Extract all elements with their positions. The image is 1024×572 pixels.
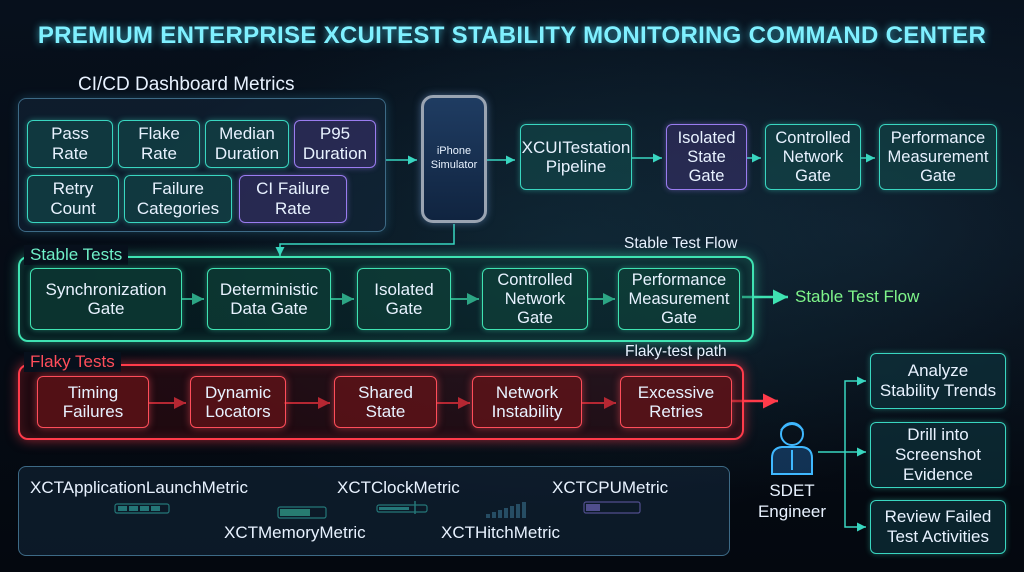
timing-failures: Timing Failures <box>37 376 149 428</box>
top-controlled-network-gate: Controlled Network Gate <box>765 124 861 190</box>
metric-flake-rate: Flake Rate <box>118 120 200 168</box>
isolated-gate: Isolated Gate <box>357 268 451 330</box>
engineer-icon <box>771 422 813 475</box>
excessive-retries: Excessive Retries <box>620 376 732 428</box>
deterministic-data-gate: Deterministic Data Gate <box>207 268 331 330</box>
metric-failure-categories: Failure Categories <box>124 175 232 223</box>
arrow-simulator-to-stable <box>275 224 455 256</box>
top-isolated-state-gate: Isolated State Gate <box>666 124 747 190</box>
xct-cpu-metric-label: XCTCPUMetric <box>552 478 669 497</box>
synchronization-gate: Synchronization Gate <box>30 268 182 330</box>
metrics-section-label: CI/CD Dashboard Metrics <box>78 74 295 95</box>
review-failed-test-activities[interactable]: Review Failed Test Activities <box>870 500 1006 554</box>
metric-median-duration: Median Duration <box>205 120 289 168</box>
xct-metrics-panel <box>18 466 730 556</box>
dynamic-locators: Dynamic Locators <box>190 376 286 428</box>
xcuitestation-pipeline: XCUITestation Pipeline <box>520 124 632 190</box>
page-title: PREMIUM ENTERPRISE XCUITEST STABILITY MO… <box>37 22 987 49</box>
stable-tests-tag: Stable Tests <box>24 245 129 265</box>
shared-state: Shared State <box>334 376 437 428</box>
stable-performance-measurement-gate: Performance Measurement Gate <box>618 268 740 330</box>
metric-pass-rate: Pass Rate <box>27 120 113 168</box>
metric-retry-count: Retry Count <box>27 175 119 223</box>
flaky-tests-tag: Flaky Tests <box>24 352 121 372</box>
iphone-simulator: iPhone Simulator <box>421 95 487 223</box>
xct-clock-metric-label: XCTClockMetric <box>337 478 460 497</box>
stable-flow-caption: Stable Test Flow <box>624 235 738 252</box>
xct-memory-metric-label: XCTMemoryMetric <box>224 523 366 542</box>
top-performance-measurement-gate: Performance Measurement Gate <box>879 124 997 190</box>
stable-flow-output: Stable Test Flow <box>795 287 920 306</box>
flaky-path-caption: Flaky-test path <box>625 343 727 360</box>
xct-hitch-metric-label: XCTHitchMetric <box>441 523 561 542</box>
xct-launch-metric-label: XCTApplicationLaunchMetric <box>30 478 248 497</box>
drill-into-screenshot-evidence[interactable]: Drill into Screenshot Evidence <box>870 422 1006 488</box>
stable-controlled-network-gate: Controlled Network Gate <box>482 268 588 330</box>
metric-ci-failure-rate: CI Failure Rate <box>239 175 347 223</box>
simulator-label: iPhone Simulator <box>430 145 478 171</box>
sdet-engineer-label: SDET Engineer <box>757 481 827 521</box>
metric-p95-duration: P95 Duration <box>294 120 376 168</box>
network-instability: Network Instability <box>472 376 582 428</box>
analyze-stability-trends[interactable]: Analyze Stability Trends <box>870 353 1006 409</box>
